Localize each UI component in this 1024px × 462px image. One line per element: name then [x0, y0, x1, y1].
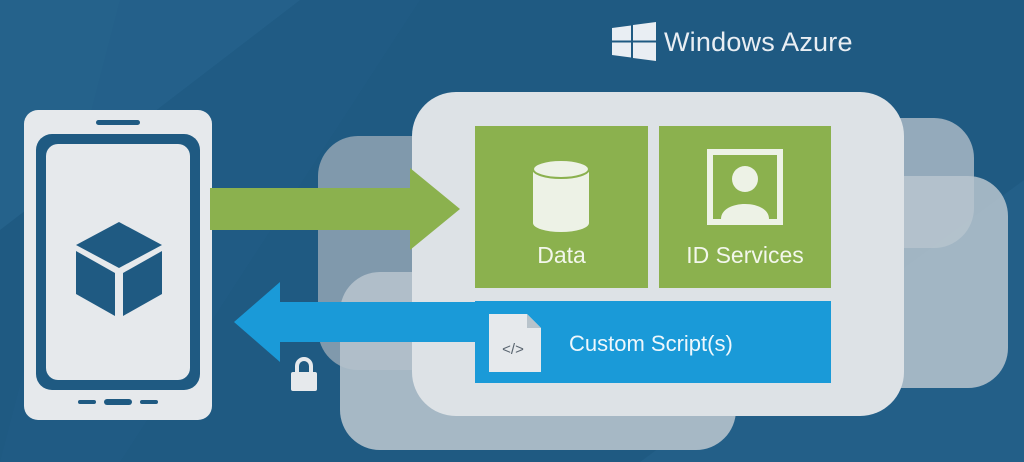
phone-nav-buttons	[78, 399, 158, 405]
request-arrow	[210, 168, 460, 250]
custom-scripts-bar: </> Custom Script(s)	[475, 301, 831, 383]
phone-screen-inner	[46, 144, 190, 380]
database-icon	[532, 159, 590, 232]
custom-scripts-label: Custom Script(s)	[569, 331, 733, 356]
data-label: Data	[537, 242, 586, 268]
phone-speaker	[96, 120, 140, 125]
response-arrow	[234, 282, 478, 362]
code-glyph: </>	[502, 341, 524, 358]
windows-logo-icon	[612, 22, 656, 61]
id-services-tile: ID Services	[659, 126, 831, 288]
lock-icon	[291, 357, 317, 391]
code-document-icon: </>	[489, 314, 541, 372]
phone-screen	[36, 134, 200, 390]
cube-icon	[76, 222, 162, 316]
brand-name: Windows Azure	[664, 26, 853, 57]
mobile-device	[24, 110, 212, 420]
windows-azure-brand: Windows Azure	[612, 22, 853, 62]
user-profile-icon	[707, 149, 783, 225]
id-services-label: ID Services	[686, 242, 804, 268]
data-tile: Data	[475, 126, 648, 288]
